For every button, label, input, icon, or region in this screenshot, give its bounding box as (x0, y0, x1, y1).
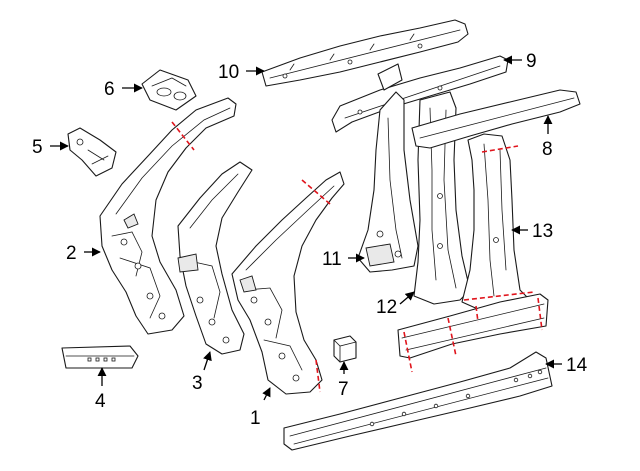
cut-line-part-2 (171, 121, 195, 151)
cut-line-part-1-lower (315, 359, 321, 393)
part-7-block (333, 335, 357, 363)
part-6-bracket (141, 69, 197, 111)
callout-12: 12 (376, 297, 397, 318)
callout-9: 9 (526, 51, 537, 72)
part-3-pillar-reinforcement (177, 161, 253, 355)
cut-line-rocker-2 (447, 317, 457, 357)
callout-8: 8 (542, 139, 553, 160)
callout-10: 10 (218, 62, 239, 83)
cut-line-rocker-1 (403, 331, 413, 373)
callout-13: 13 (532, 221, 553, 242)
cut-line-rocker-3 (537, 297, 543, 331)
part-2-front-pillar (99, 97, 237, 335)
callout-4: 4 (95, 391, 106, 412)
part-10-roof-side-rail (261, 19, 469, 87)
callout-labels: 1 2 3 4 5 6 7 8 9 10 11 12 13 14 (32, 51, 588, 429)
part-14-rocker-panel (283, 351, 553, 451)
cut-line-part-13-top (481, 145, 519, 153)
leader-lines (50, 55, 562, 401)
part-5-gusset (67, 127, 117, 177)
part-11-center-pillar-inner (357, 91, 419, 273)
callout-3: 3 (192, 373, 203, 394)
cut-line-rocker-mid (475, 305, 479, 323)
callout-2: 2 (66, 243, 77, 264)
cut-line-rocker-top (463, 291, 535, 301)
part-13-center-pillar-outer (461, 133, 531, 311)
cut-line-part-1 (301, 179, 331, 205)
cut-lines (171, 121, 543, 393)
callout-1: 1 (250, 408, 261, 429)
part-8-roof-rail-outer (411, 89, 581, 149)
part-4-rocker-patch (61, 345, 139, 369)
callout-14: 14 (566, 355, 588, 376)
callout-6: 6 (104, 79, 115, 100)
callout-7: 7 (338, 379, 349, 400)
part-1-front-pillar-inner (231, 171, 345, 395)
callout-11: 11 (322, 249, 342, 270)
part-9-roof-rail-inner (331, 55, 509, 133)
callout-5: 5 (32, 137, 43, 158)
part-13-rocker-section (397, 293, 549, 359)
